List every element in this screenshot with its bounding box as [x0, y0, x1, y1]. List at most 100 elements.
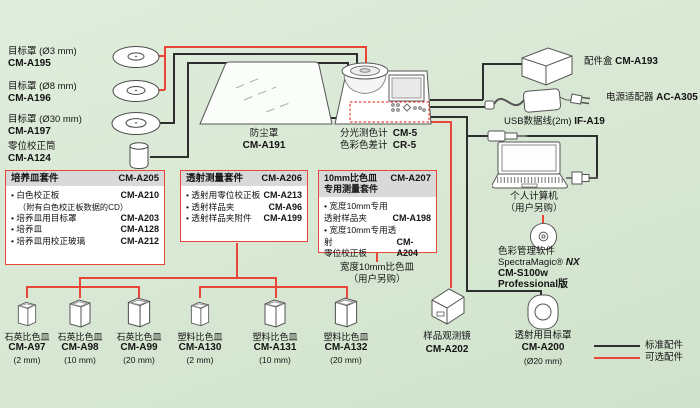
- dust-cover-code: CM-A191: [242, 140, 286, 151]
- software-brand-nx: NX: [565, 257, 580, 268]
- kit-transmission-header: 透射测量套件 CM-A206: [181, 171, 307, 186]
- ac-adapter-name: 电源适配器: [606, 92, 654, 103]
- software-label: 色彩管理软件: [498, 246, 556, 257]
- kit-item-code: CM-A203: [120, 212, 159, 223]
- transmission-target-label: 透射用目标罩: [514, 330, 572, 341]
- cell-code: CM-A99: [120, 342, 158, 353]
- plastic-cell-2mm-icon: [190, 301, 210, 327]
- connector-cells-main-horizontal: [79, 277, 277, 279]
- usb-cable-code: IF-A19: [574, 116, 605, 127]
- connector-plastic2-drop: [199, 286, 201, 298]
- connector-usb-cable-horizontal: [526, 135, 598, 137]
- kit-item-code: CM-A128: [120, 224, 159, 234]
- connector-zerobox-vertical: [187, 62, 189, 158]
- connector-quartz2-drop: [26, 286, 28, 298]
- legend-optional-line: [594, 357, 640, 359]
- cell-label: 石英比色皿: [4, 332, 50, 342]
- kit-item-name: 宽度10mm专用透射 零位校正板: [324, 225, 396, 260]
- quartz-cell-2mm-icon: [17, 301, 37, 327]
- zero-calibration-box-icon: [129, 142, 149, 170]
- laptop-usb-plug-icon: [566, 171, 598, 185]
- zero-calibration-box-code: CM-A124: [8, 153, 51, 164]
- kit-petri-code: CM-A205: [118, 173, 159, 184]
- kit-item: 透射样品夹 CM-A96: [186, 202, 302, 214]
- plastic-cell-10mm-icon: [264, 299, 286, 328]
- cell-size: (20 mm): [123, 355, 155, 365]
- connector-plastic-junction: [275, 277, 277, 298]
- cell-size: (10 mm): [64, 355, 96, 365]
- software-cd-icon: [529, 222, 558, 251]
- cell-code: CM-A97: [8, 342, 46, 353]
- cell-label: 塑料比色皿: [252, 332, 298, 342]
- kit-item-name: 培养皿用校正玻璃: [11, 236, 85, 248]
- cell-label: 石英比色皿: [57, 332, 103, 342]
- transmission-target-code: CM-A200: [521, 342, 565, 353]
- usb-cable-name: USB数据线(2m): [504, 116, 572, 127]
- dust-cover-label: 防尘罩: [249, 128, 279, 139]
- usb-cable-label: USB数据线(2m) IF-A19: [504, 116, 605, 128]
- kit-transmission-code: CM-A206: [261, 173, 302, 184]
- target-mask-8mm-label: 目标罩 (Ø8 mm): [8, 81, 77, 92]
- cell-code: CM-A130: [178, 342, 222, 353]
- target-mask-3mm-icon: [112, 46, 160, 68]
- spectrophotometer-icon: [334, 62, 432, 125]
- instrument-type-2: 色彩色差计: [340, 140, 388, 151]
- kit-item-name: 透射样品夹: [186, 202, 234, 214]
- connector-transtarget-horizontal: [466, 290, 542, 292]
- quartz-cell-20mm-icon: [127, 297, 151, 328]
- target-mask-30mm-code: CM-A197: [8, 126, 51, 137]
- connector-viewer-vertical: [450, 121, 452, 288]
- cell-size: (2 mm): [186, 355, 214, 365]
- kit-10mm-header: 10mm比色皿 专用测量套件 CM-A207: [319, 171, 436, 197]
- connector-optional-left-vertical: [164, 46, 166, 90]
- connector-mask30-vertical: [173, 53, 175, 124]
- plastic-cell-20mm-icon: [334, 297, 358, 328]
- cuvette-note-line2: （用户另购）: [348, 274, 406, 285]
- transmission-target-size: (Ø20 mm): [523, 356, 563, 366]
- sample-viewer-label: 样品观测镜: [423, 331, 471, 342]
- cuvette-note-line1: 宽度10mm比色皿: [340, 262, 414, 273]
- laptop-icon: [492, 141, 568, 189]
- cell-code: CM-A98: [61, 342, 99, 353]
- legend-optional-label: 可选配件: [645, 352, 684, 363]
- ac-adapter-code: AC-A305: [656, 92, 698, 103]
- page-bottom-margin: [0, 408, 700, 420]
- kit-item-code: CM-A198: [392, 212, 431, 223]
- connector-usb-stub: [466, 135, 492, 137]
- kit-item-note: （附有白色校正板数据的CD）: [18, 202, 129, 212]
- kit-item-code: CM-A96: [268, 201, 302, 212]
- kit-item: 培养皿用目标罩 CM-A203: [11, 213, 159, 225]
- computer-label: 个人计算机: [510, 191, 558, 202]
- connector-usb-branch-top: [430, 116, 468, 118]
- kit-item-code: CM-A213: [263, 190, 302, 200]
- quartz-cell-10mm-icon: [69, 299, 91, 328]
- instrument-type-1: 分光测色计: [340, 128, 388, 139]
- legend-standard-label: 标准配件: [645, 340, 684, 351]
- kit-item-code: CM-A199: [263, 213, 302, 223]
- software-edition: Professional版: [498, 279, 569, 290]
- kit-petri-title: 培养皿套件: [11, 173, 59, 184]
- cell-code: CM-A132: [324, 342, 368, 353]
- connector-accbox-vertical: [482, 63, 484, 100]
- accessory-box-icon: [521, 47, 573, 86]
- ac-adapter-icon: [484, 88, 591, 113]
- instrument-label-1: 分光测色计 CM-5: [340, 128, 417, 140]
- cell-label: 塑料比色皿: [323, 332, 369, 342]
- connector-usb-cable-vertical: [596, 135, 598, 178]
- kit-item-name: 培养皿用目标罩: [11, 213, 76, 225]
- cell-size: (20 mm): [330, 355, 362, 365]
- sample-viewer-code: CM-A202: [425, 344, 469, 355]
- connector-mask30-to-instrument: [356, 53, 358, 72]
- target-mask-8mm-code: CM-A196: [8, 93, 51, 104]
- connector-quartz-junction: [79, 277, 81, 298]
- kit-item-code: CM-A210: [120, 190, 159, 200]
- connector-standard-down-vertical: [466, 116, 468, 291]
- connector-accbox-top: [482, 63, 522, 65]
- kit-item-name: 透射样品夹附件: [186, 213, 251, 225]
